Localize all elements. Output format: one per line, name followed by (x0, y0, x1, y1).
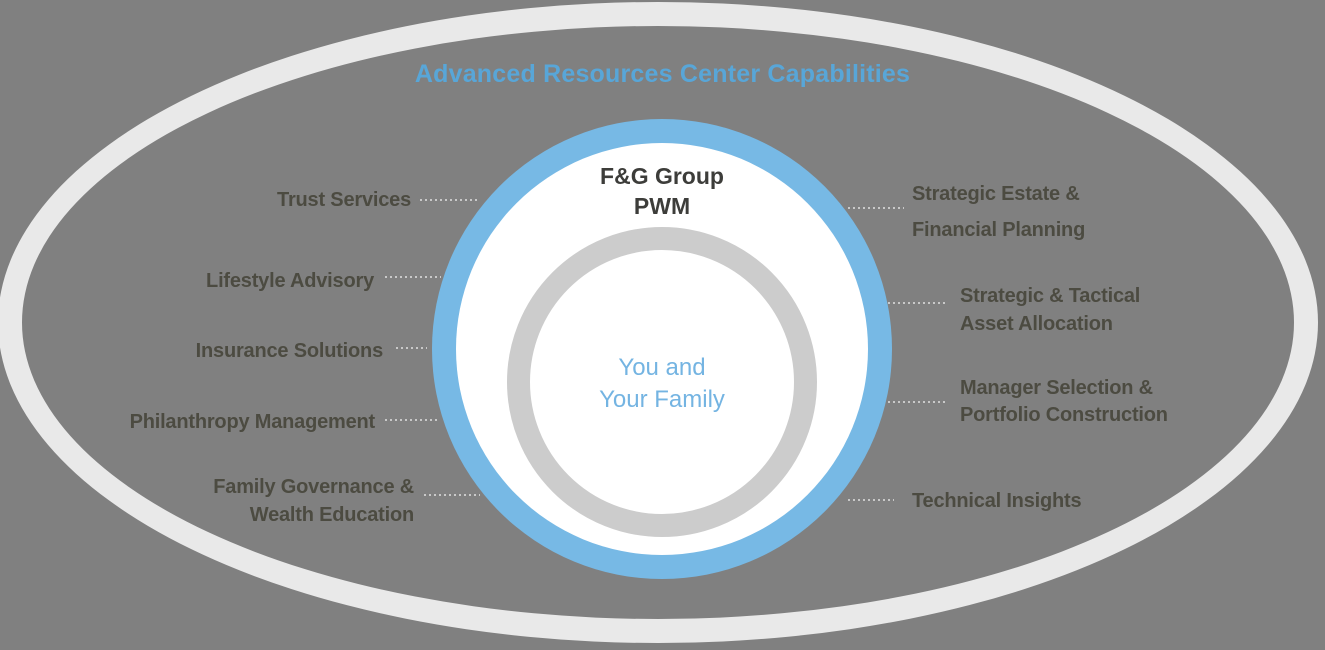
capability-asset-allocation-line2: Asset Allocation (960, 313, 1113, 335)
leader-line-philanthropy-management (385, 419, 438, 421)
hub-audience-label: You and Your Family (512, 352, 812, 416)
hub-org-label: F&G Group PWM (512, 161, 812, 221)
hub-audience-line1: You and (618, 354, 706, 381)
capability-strategic-estate: Strategic Estate & Financial Planning (912, 176, 1085, 248)
capability-technical-insights: Technical Insights (912, 490, 1082, 512)
capability-manager-selection-line1: Manager Selection & (960, 377, 1153, 399)
leader-line-asset-allocation (888, 302, 948, 304)
capability-lifestyle-advisory: Lifestyle Advisory (206, 270, 374, 292)
hub-org-line1: F&G Group (600, 163, 724, 189)
capability-family-governance-line2: Wealth Education (249, 504, 414, 526)
capability-manager-selection-line2: Portfolio Construction (960, 404, 1168, 426)
leader-line-manager-selection (888, 401, 948, 403)
leader-line-strategic-estate (848, 207, 904, 209)
capability-asset-allocation: Strategic & Tactical Asset Allocation (960, 282, 1140, 338)
hub-org-line2: PWM (633, 193, 691, 219)
leader-line-family-governance (424, 494, 480, 496)
diagram-title: Advanced Resources Center Capabilities (414, 60, 911, 88)
capability-family-governance-line1: Family Governance & (213, 476, 414, 498)
leader-line-insurance-solutions (396, 347, 427, 349)
capability-insurance-solutions: Insurance Solutions (195, 340, 384, 362)
capability-asset-allocation-line1: Strategic & Tactical (960, 285, 1141, 307)
leader-line-technical-insights (848, 499, 894, 501)
capability-strategic-estate-line2: Financial Planning (912, 219, 1086, 241)
leader-line-trust-services (420, 199, 479, 201)
hub-audience-line2: Your Family (599, 386, 725, 413)
capability-strategic-estate-line1: Strategic Estate & (912, 183, 1080, 205)
capability-manager-selection: Manager Selection & Portfolio Constructi… (960, 375, 1168, 429)
leader-line-lifestyle-advisory (385, 276, 441, 278)
capability-philanthropy-management: Philanthropy Management (129, 411, 376, 433)
capability-trust-services: Trust Services (277, 189, 411, 211)
capability-family-governance: Family Governance & Wealth Education (213, 473, 414, 529)
